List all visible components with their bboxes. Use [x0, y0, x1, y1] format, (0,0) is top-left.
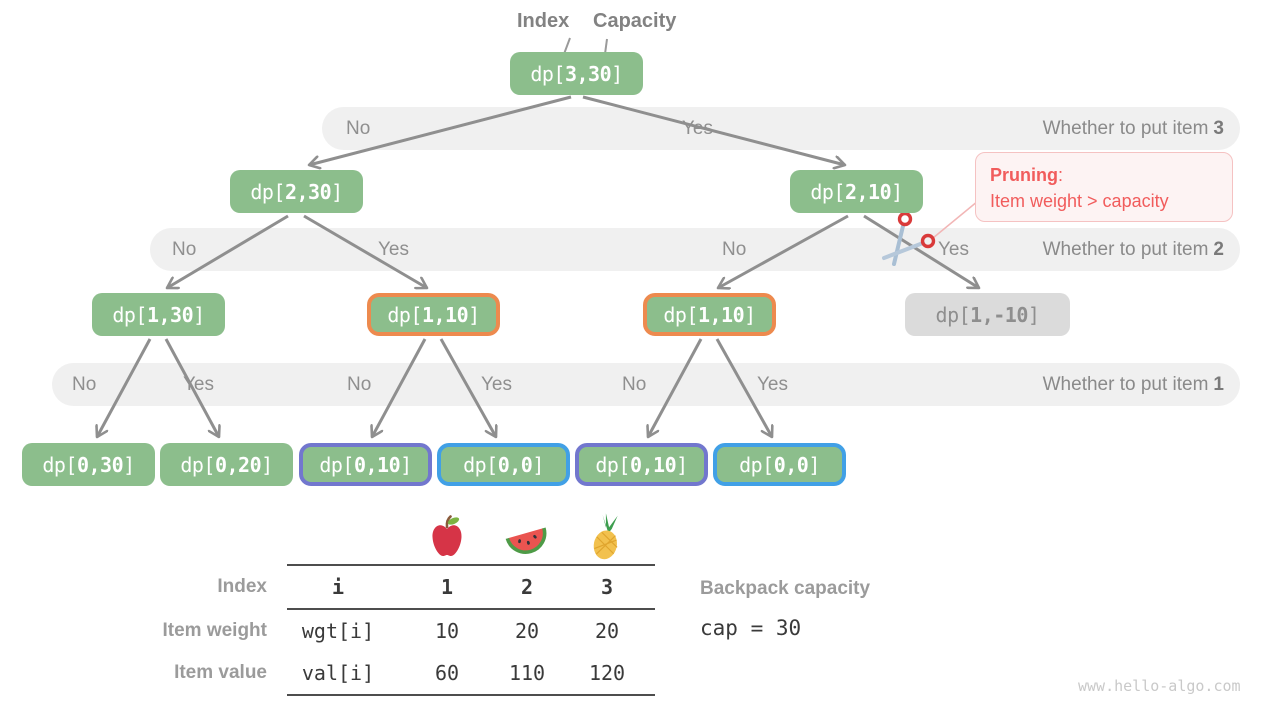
index-value: 3	[600, 575, 614, 599]
node-dp-2-10: dp[2,10]	[790, 170, 923, 213]
weight-value: 20	[514, 619, 540, 643]
node-dp-1-10-pruned-right: dp[1,10]	[643, 293, 776, 336]
table-rule-mid	[287, 608, 655, 610]
branch-label-no: No	[722, 239, 747, 260]
row-header: Index	[217, 576, 267, 597]
pruning-title: Pruning	[990, 165, 1058, 185]
table-row-value: Item value val[i] 60 110 120	[103, 652, 655, 694]
table-row-weight: Item weight wgt[i] 10 20 20	[103, 610, 655, 652]
value-value: 60	[434, 661, 460, 685]
index-annotation-label: Index	[517, 10, 570, 32]
capacity-annotation-label: Capacity	[593, 10, 677, 32]
apple-icon	[407, 514, 487, 560]
branch-label-yes: Yes	[682, 118, 713, 139]
row-header: Item value	[174, 662, 267, 683]
branch-label-no: No	[346, 118, 371, 139]
table-row-index: Index i 1 2 3	[103, 566, 655, 608]
value-value: 120	[588, 661, 626, 685]
branch-label-no: No	[72, 374, 97, 395]
branch-label-no: No	[172, 239, 197, 260]
row-header: Item weight	[162, 620, 267, 641]
branch-label-yes: Yes	[183, 374, 214, 395]
node-dp-0-20: dp[0,20]	[160, 443, 293, 486]
node-dp-0-10-right: dp[0,10]	[575, 443, 708, 486]
node-dp-0-30: dp[0,30]	[22, 443, 155, 486]
node-dp-0-0-left: dp[0,0]	[437, 443, 570, 486]
watermark: www.hello-algo.com	[1078, 677, 1241, 695]
branch-label-yes: Yes	[378, 239, 409, 260]
node-dp-0-10-left: dp[0,10]	[299, 443, 432, 486]
node-dp-3-30: dp[3,30]	[510, 52, 643, 95]
table-rule-top	[287, 564, 655, 566]
node-dp-1-10-pruned-left: dp[1,10]	[367, 293, 500, 336]
branch-label-yes: Yes	[757, 374, 788, 395]
weight-var: wgt[i]	[301, 619, 375, 643]
branch-label-yes: Yes	[481, 374, 512, 395]
capacity-value: cap = 30	[700, 616, 802, 640]
branch-label-no: No	[622, 374, 647, 395]
index-value: 1	[440, 575, 454, 599]
capacity-label: Backpack capacity	[700, 578, 871, 599]
branch-label-no: No	[347, 374, 372, 395]
node-dp-0-0-right: dp[0,0]	[713, 443, 846, 486]
branch-label-yes: Yes	[938, 239, 969, 260]
weight-value: 20	[594, 619, 620, 643]
backpack-capacity-block: Backpack capacity cap = 30	[700, 578, 870, 640]
pruning-callout: Pruning: Item weight > capacity	[975, 152, 1233, 222]
table-rule-bottom	[287, 694, 655, 696]
items-table: Index i 1 2 3 Item weight wgt[i] 10 20 2…	[103, 510, 655, 696]
node-dp-1-neg10-invalid: dp[1,-10]	[905, 293, 1070, 336]
watermelon-icon	[487, 518, 567, 556]
value-var: val[i]	[301, 661, 375, 685]
node-dp-1-30: dp[1,30]	[92, 293, 225, 336]
node-dp-2-30: dp[2,30]	[230, 170, 363, 213]
index-var: i	[331, 575, 345, 599]
pineapple-icon	[567, 512, 647, 562]
index-value: 2	[520, 575, 534, 599]
weight-value: 10	[434, 619, 460, 643]
fruit-icons-row	[103, 510, 655, 564]
value-value: 110	[508, 661, 546, 685]
pruning-reason: Item weight > capacity	[990, 191, 1169, 211]
decision-band-item-1: No Yes No Yes No Yes Whether to put item…	[52, 363, 1240, 406]
